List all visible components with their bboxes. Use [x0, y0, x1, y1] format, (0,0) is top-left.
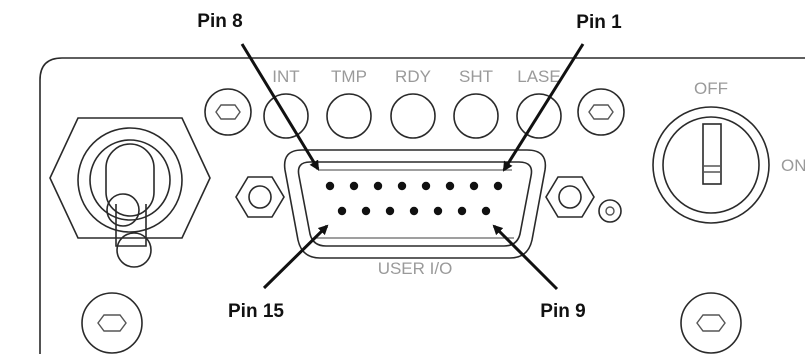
pin-9-arrow — [492, 224, 559, 291]
pin-8-arrow — [240, 43, 320, 171]
key-switch-inner-ring — [662, 116, 760, 214]
connector-pin-top-8 — [493, 181, 503, 191]
connector-pin-bottom-1 — [337, 206, 347, 216]
led-sht: SHT — [453, 67, 499, 139]
mounting-hex-right — [545, 176, 595, 218]
key-switch-slot-marks — [703, 165, 721, 173]
connector-inner-lines — [316, 169, 514, 239]
led-sht-lamp — [453, 93, 499, 139]
pin-15-arrow — [262, 224, 329, 290]
led-int-label: INT — [272, 67, 299, 86]
connector-pins-bottom-row — [337, 206, 491, 216]
mounting-hex-left — [235, 176, 285, 218]
led-lase: LASE — [516, 67, 562, 139]
toggle-switch-inner-ring — [89, 139, 171, 221]
connector-outer-shell — [283, 149, 547, 259]
small-screw — [598, 199, 622, 223]
pin-1-arrow — [502, 43, 585, 172]
key-switch-slot — [702, 123, 722, 185]
connector-pin-bottom-7 — [481, 206, 491, 216]
key-switch-outer-ring — [652, 106, 770, 224]
led-sht-label: SHT — [459, 67, 493, 86]
led-int-lamp — [263, 93, 309, 139]
connector-pin-bottom-2 — [361, 206, 371, 216]
connector-pin-bottom-5 — [433, 206, 443, 216]
led-rdy-label: RDY — [395, 67, 431, 86]
mounting-screw-top-right — [577, 88, 625, 136]
pin-9-label: Pin 9 — [540, 301, 585, 322]
mounting-screw-top-left — [204, 88, 252, 136]
connector-pin-bottom-4 — [409, 206, 419, 216]
led-tmp-lamp — [326, 93, 372, 139]
led-int: INT — [263, 67, 309, 139]
toggle-switch-hex-nut — [49, 117, 211, 239]
toggle-switch-lever-tip-top — [106, 193, 140, 227]
panel-outline — [39, 57, 805, 354]
led-rdy-lamp — [390, 93, 436, 139]
callout-arrows — [240, 43, 585, 291]
connector-pin-bottom-6 — [457, 206, 467, 216]
connector-label: USER I/O — [378, 259, 453, 278]
led-lase-lamp — [516, 93, 562, 139]
key-switch-off-label: OFF — [694, 79, 728, 98]
connector-pin-top-4 — [397, 181, 407, 191]
led-rdy: RDY — [390, 67, 436, 139]
led-lase-label: LASE — [517, 67, 560, 86]
connector-pin-bottom-3 — [385, 206, 395, 216]
toggle-switch-lever-base — [105, 143, 155, 217]
key-switch-on-label: ON — [781, 156, 805, 175]
pin-8-label: Pin 8 — [197, 11, 242, 32]
pin-15-label: Pin 15 — [228, 301, 284, 322]
led-tmp: TMP — [326, 67, 372, 139]
toggle-switch-lever-tip — [116, 232, 152, 268]
connector-pin-top-1 — [325, 181, 335, 191]
led-tmp-label: TMP — [331, 67, 367, 86]
pin-1-label: Pin 1 — [576, 12, 622, 33]
connector-pin-top-6 — [445, 181, 455, 191]
key-switch[interactable]: OFF ON — [652, 79, 805, 224]
connector-pin-top-7 — [469, 181, 479, 191]
connector-pin-top-3 — [373, 181, 383, 191]
mounting-screw-bottom-right — [680, 292, 742, 354]
toggle-switch[interactable] — [49, 117, 211, 268]
connector-pin-top-2 — [349, 181, 359, 191]
user-io-connector[interactable]: USER I/O — [235, 149, 595, 278]
connector-inner-shell — [297, 161, 533, 247]
mounting-screw-bottom-left — [81, 292, 143, 354]
connector-pins-top-row — [325, 181, 503, 191]
toggle-switch-ring — [77, 127, 183, 233]
connector-pin-top-5 — [421, 181, 431, 191]
